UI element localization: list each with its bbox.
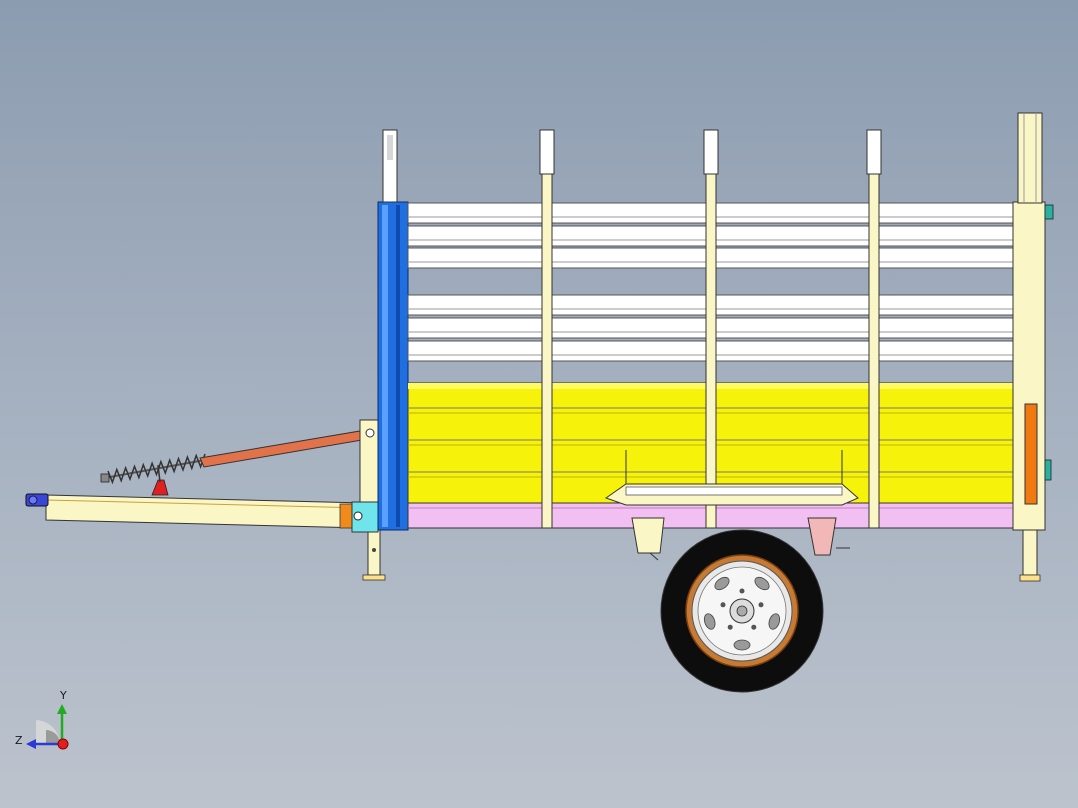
spring-anchor-bracket	[151, 464, 169, 496]
hitch-coupler	[25, 493, 49, 507]
rim-vent	[754, 576, 770, 591]
rear-tail-lamp	[1024, 403, 1038, 505]
stake-post-1	[539, 129, 555, 529]
rim-vent	[714, 576, 730, 591]
jack-stand	[362, 529, 386, 581]
front-hitch-bracket	[351, 419, 379, 533]
lug-nut	[751, 624, 757, 630]
drawbar-spring	[100, 453, 206, 485]
rear-spring-hanger	[807, 517, 850, 556]
diagonal-brace-bar	[199, 430, 363, 468]
lug-nut	[739, 588, 745, 594]
axis-triad	[26, 704, 69, 750]
stake-post-2	[703, 129, 719, 529]
trailer-tongue	[45, 494, 366, 529]
rim-vent	[703, 613, 716, 630]
lug-nut	[758, 602, 764, 608]
rim-vent	[733, 639, 751, 651]
front-spring-hanger	[631, 517, 665, 561]
front-end-post	[377, 129, 409, 531]
y-axis-label: Y	[59, 689, 67, 702]
axle-spring-bar	[604, 450, 859, 506]
rim-vent	[768, 613, 781, 630]
wheel-hub	[703, 576, 781, 651]
lug-nut	[727, 624, 733, 630]
lug-nut	[720, 602, 726, 608]
stake-post-3	[866, 129, 882, 529]
rear-end-post	[1012, 112, 1054, 582]
z-axis-label: Z	[15, 734, 23, 747]
